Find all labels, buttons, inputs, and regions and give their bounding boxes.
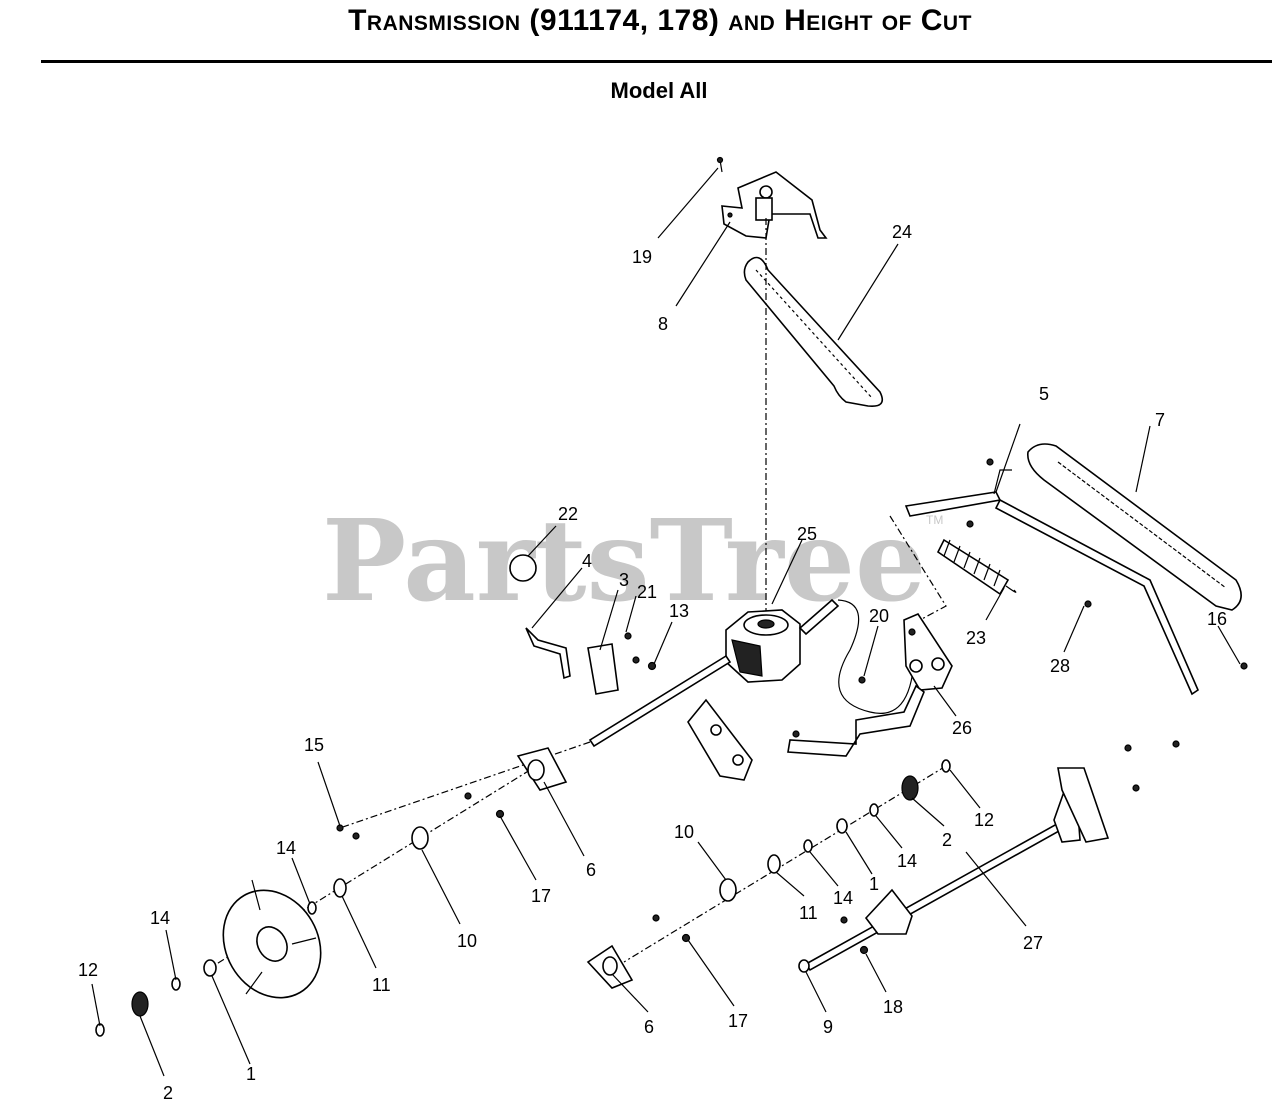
height-bracket-upper [1057, 767, 1110, 843]
bushing-part-10-upper [411, 826, 429, 850]
wheel-hub [222, 879, 322, 999]
control-cable [837, 599, 915, 714]
callout-3: 3 [619, 570, 629, 590]
callout-17-upper: 17 [531, 886, 551, 906]
callout-11-lower: 11 [799, 903, 818, 923]
gear-part-2-left [131, 991, 149, 1017]
callout-6-upper: 6 [586, 860, 596, 880]
leader-lines [91, 167, 1241, 1077]
callout-27: 27 [1023, 933, 1043, 953]
callout-21: 21 [637, 582, 657, 602]
knob-part-22 [509, 554, 537, 582]
callout-16: 16 [1207, 609, 1227, 629]
gear-part-2-right [901, 775, 919, 801]
bolt-part-20 [858, 676, 866, 684]
callout-18: 18 [883, 997, 903, 1017]
callout-28: 28 [1050, 656, 1070, 676]
title-rule [41, 60, 1272, 63]
callout-14-a: 14 [276, 838, 296, 858]
clip-part-12-right [941, 759, 951, 773]
crank-arm [787, 684, 925, 757]
pivot-plate-part-26 [903, 613, 953, 691]
bushing-part-1-left [203, 959, 217, 977]
belt-part-24 [743, 256, 884, 408]
callout-10-upper: 10 [457, 931, 477, 951]
callout-14-c: 14 [833, 888, 853, 908]
callout-4: 4 [582, 551, 592, 571]
axle-centerline-left [339, 741, 591, 829]
bolt-part-18 [859, 945, 869, 955]
callout-8: 8 [658, 314, 668, 334]
lever-part-4 [525, 627, 571, 680]
height-lever-rod [994, 498, 1200, 696]
nut-part-9 [798, 959, 810, 973]
fitting-part-17-upper [495, 809, 505, 819]
callout-1-right: 1 [869, 874, 879, 894]
callout-26: 26 [952, 718, 972, 738]
callout-14-d: 14 [897, 851, 917, 871]
callout-19: 19 [632, 247, 652, 267]
callout-2-right: 2 [942, 830, 952, 850]
washer-part-14-c [803, 839, 813, 853]
wheel-centerline-left [209, 769, 531, 969]
bushing-part-1-right [836, 818, 848, 834]
bracket-part-6-lower [586, 944, 634, 989]
height-bracket-lower [864, 888, 913, 935]
callout-12-left: 12 [78, 960, 98, 980]
callout-25: 25 [797, 524, 817, 544]
callout-9: 9 [823, 1017, 833, 1037]
transmission-part-25 [725, 598, 840, 683]
callout-20: 20 [869, 606, 889, 626]
page-title: Transmission (911174, 178) and Height of… [348, 4, 972, 37]
wheel-centerline-right [623, 765, 947, 963]
callout-17-lower: 17 [728, 1011, 748, 1031]
callout-1-left: 1 [246, 1064, 256, 1084]
callout-13: 13 [669, 601, 689, 621]
callout-12-right: 12 [974, 810, 994, 830]
clip-part-11-lower [767, 854, 781, 874]
bushing-part-10-lower [719, 878, 737, 902]
bracket-part-6-upper [516, 747, 568, 791]
washer-part-14-a [307, 901, 317, 915]
callout-23: 23 [966, 628, 986, 648]
handle-grip-part-7 [1027, 443, 1242, 611]
callout-11-upper: 11 [372, 975, 391, 995]
callout-15: 15 [304, 735, 324, 755]
nut-part-13 [647, 661, 657, 671]
callout-7: 7 [1155, 410, 1165, 430]
callout-24: 24 [892, 222, 912, 242]
plate-part-3 [587, 643, 619, 695]
mounting-plate-upper [687, 698, 753, 781]
axle-upper-left [588, 654, 732, 748]
callout-6-lower: 6 [644, 1017, 654, 1037]
dashed-guide-26 [889, 515, 947, 621]
watermark-trademark: TM [926, 513, 943, 527]
fitting-part-17-lower [681, 933, 691, 943]
callout-14-b: 14 [150, 908, 170, 928]
bracket-part-8 [721, 171, 828, 239]
model-subtitle: Model All [610, 78, 708, 103]
callout-5: 5 [1039, 384, 1049, 404]
callout-2-left: 2 [163, 1083, 173, 1103]
callout-10-lower: 10 [674, 822, 694, 842]
callout-22: 22 [558, 504, 578, 524]
washer-part-14-d [869, 803, 879, 817]
spring-part-23 [936, 538, 1017, 596]
clip-part-11-upper [333, 878, 347, 898]
callout-labels: 19 8 24 5 7 22 4 3 21 13 25 20 23 28 16 … [78, 222, 1227, 1103]
